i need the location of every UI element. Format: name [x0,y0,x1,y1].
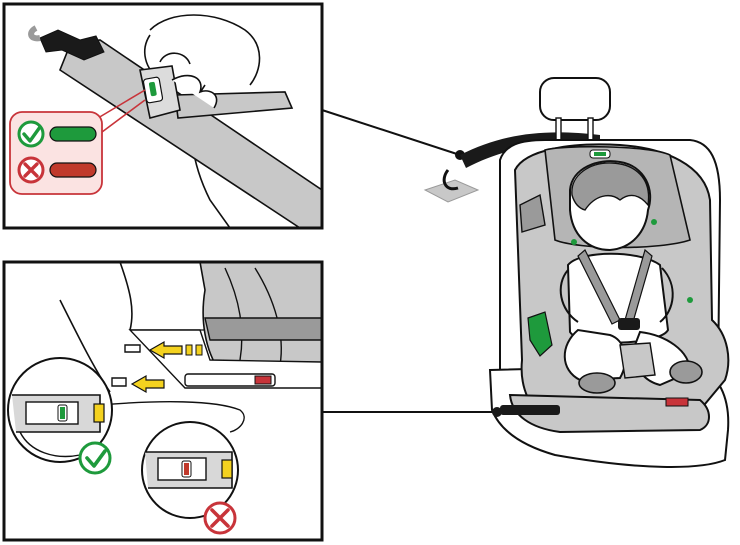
connector-magnifier-correct [7,357,113,463]
car-seat-illustration [423,77,730,468]
check-icon [17,120,45,148]
isofix-arm [184,373,276,387]
tension-legend-callout [9,111,103,195]
isofix-arm [500,405,560,415]
cross-icon [203,501,237,535]
tether-strap-panel [2,2,324,230]
arrow-icon [148,340,203,360]
child-figure [559,160,703,394]
tether-strap [59,39,322,228]
vehicle-headrest [539,77,611,121]
arrow-icon [130,374,165,394]
state-correct [17,120,97,148]
harness-buckle [618,318,640,330]
leader-line-tether [321,109,461,156]
state-incorrect [17,156,97,184]
indicator-red-bar [49,162,97,178]
belt-guide-green [527,311,553,357]
indicator-green-bar [49,126,97,142]
tether-hook [39,29,105,61]
anchor-point [423,179,480,203]
isofix-panel [2,260,324,542]
connector-magnifier-incorrect [141,421,239,519]
check-icon [78,441,112,475]
